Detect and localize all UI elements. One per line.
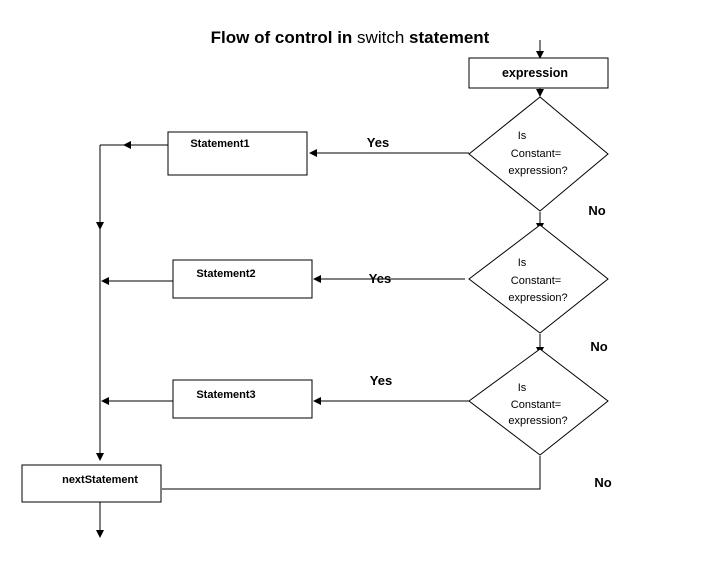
decision-1-line-3: expression? [508,165,567,177]
title-part-1: Flow of control in [210,28,353,47]
decision-3 [468,348,609,456]
decision-3-line-1: Is [518,382,527,394]
no-label-2: No [590,339,607,354]
no-label-1: No [588,203,605,218]
expression-label: expression [502,66,568,80]
next-statement-box [21,464,162,503]
decision-1-line-1: Is [518,130,527,142]
title-part-3: statement [409,28,490,47]
next-statement-label: nextStatement [62,474,138,486]
edge-decision3-next [162,456,541,490]
decision-2-line-1: Is [518,257,527,269]
statement1-label: Statement1 [190,138,249,150]
decision-2-line-2: Constant= [511,275,561,287]
decision-2 [468,224,609,334]
statement3-label: Statement3 [196,389,255,401]
statement2-label: Statement2 [196,268,255,280]
no-label-3: No [594,475,611,490]
decision-1 [468,96,609,212]
decision-1-line-2: Constant= [511,148,561,160]
decision-3-line-3: expression? [508,415,567,427]
title-keyword: switch [357,28,405,47]
yes-label-3: Yes [370,373,392,388]
statement3-box [172,379,313,419]
decision-2-line-3: expression? [508,292,567,304]
yes-label-1: Yes [367,135,389,150]
statement2-box [172,259,313,299]
statement1-box [167,131,308,176]
yes-label-2: Yes [369,271,391,286]
expression-box [468,57,609,89]
decision-3-line-2: Constant= [511,399,561,411]
diagram-title: Flow of control in switch statement [0,28,702,48]
